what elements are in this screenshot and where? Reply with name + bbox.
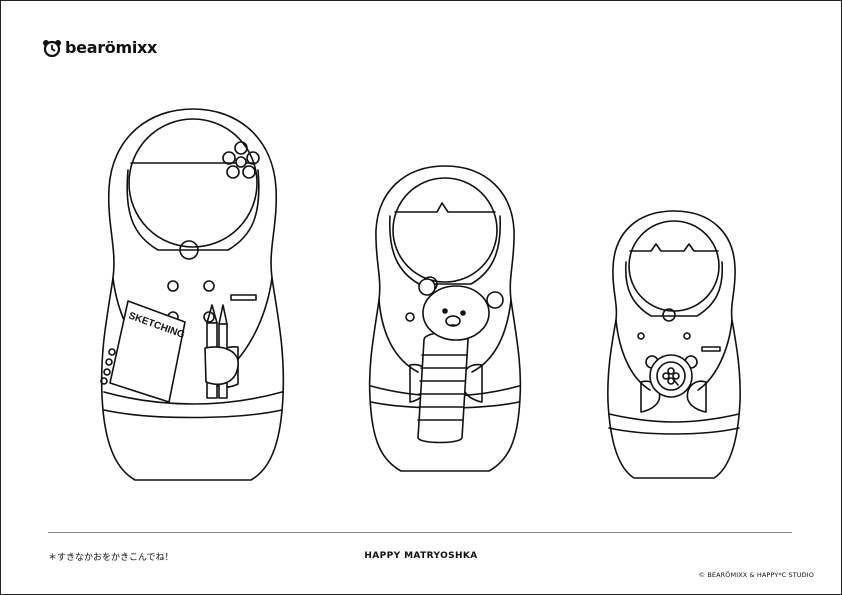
doll-small-pocket <box>701 346 721 352</box>
coloring-instruction: ＊すきなかおをかきこんでね！ <box>48 553 174 563</box>
doll-large-button-1 <box>167 280 179 292</box>
doll-large-hand-right-over <box>204 346 239 386</box>
bear-clock-icon <box>43 39 61 57</box>
doll-small-hairline <box>629 243 719 252</box>
doll-small-hand-right <box>686 380 707 413</box>
doll-medium-scarf-edge <box>388 215 502 285</box>
doll-large-pocket <box>230 294 257 301</box>
doll-large-body <box>100 108 285 481</box>
doll-medium-hairline <box>394 202 496 213</box>
doll-medium-arm-right <box>471 299 512 373</box>
doll-small-hem-line <box>608 427 740 435</box>
brand-name: bearömixx <box>65 38 158 57</box>
sketchbook <box>100 300 186 403</box>
doll-small-button-2 <box>683 332 691 340</box>
doll-small-body <box>607 210 741 479</box>
doll-small <box>607 210 741 479</box>
doll-medium-button-1 <box>405 312 415 322</box>
brand-logo: bearömixx <box>42 38 157 57</box>
footer-rule <box>48 532 792 533</box>
doll-large-shawl-line <box>103 391 283 405</box>
doll-small-button-1 <box>637 332 645 340</box>
doll-small-collar-button <box>662 308 676 322</box>
doll-large-hem-line <box>103 409 283 419</box>
caterpillar <box>417 331 469 444</box>
doll-medium-body <box>368 165 522 472</box>
bear-plush <box>418 278 504 341</box>
bear-clock-toy <box>645 354 698 398</box>
doll-medium-face <box>392 177 498 283</box>
doll-large-scarf-edge <box>126 169 260 251</box>
doll-small-shawl-line <box>608 413 740 423</box>
doll-medium-arm-left <box>378 299 419 373</box>
doll-large-collar-button <box>179 240 199 260</box>
doll-small-scarf-edge <box>624 261 724 317</box>
doll-large-face <box>128 118 258 248</box>
doll-large-button-4 <box>203 311 215 323</box>
doll-small-arm-left <box>615 319 651 391</box>
doll-small-arm-right <box>697 319 733 391</box>
doll-large-button-2 <box>203 280 215 292</box>
clover-icon <box>662 367 680 386</box>
flower-icon <box>222 141 260 179</box>
doll-small-face <box>628 220 720 312</box>
copyright-notice: © BEARÖMIXX & HAPPY*C STUDIO <box>698 571 814 579</box>
doll-large <box>100 108 285 481</box>
doll-medium <box>368 165 522 472</box>
sheet-title: HAPPY MATRYOSHKA <box>364 551 478 561</box>
